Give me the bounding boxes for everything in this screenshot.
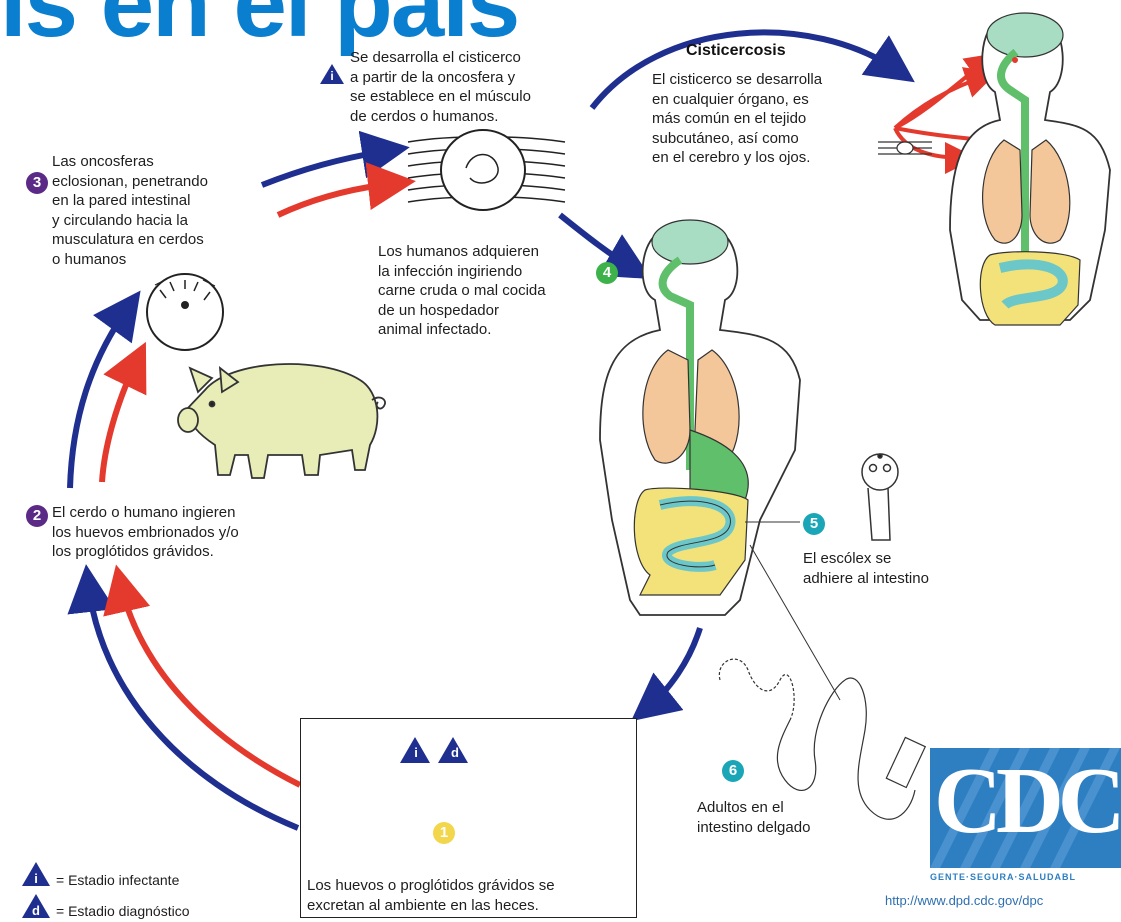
legend-diagnostic-label: = Estadio diagnóstico — [56, 902, 256, 922]
step-5-badge: 5 — [803, 513, 825, 535]
human-body-illustration — [600, 220, 800, 615]
adult-tapeworm-illustration — [719, 659, 925, 819]
step-6-text: Adultos en el intestino delgado — [697, 798, 897, 837]
pig-illustration — [178, 364, 385, 478]
cisticercosis-title: Cisticercosis — [686, 42, 786, 60]
cysticercus-infective-symbol: i — [327, 69, 337, 83]
arrow-oncosphere-to-muscle-red — [278, 183, 398, 215]
step-2-badge: 2 — [26, 505, 48, 527]
arrow-box-to-pig-blue — [88, 582, 298, 828]
step-5-text: El escólex se adhiere al intestino — [803, 549, 1003, 588]
step-3-text: Las oncosferas eclosionan, penetrando en… — [52, 152, 282, 269]
oncosphere-illustration — [147, 274, 223, 350]
human-figure-cysticercosis — [950, 13, 1110, 325]
step-6-badge: 6 — [722, 760, 744, 782]
legend-infective-symbol: i — [30, 871, 42, 886]
legend-infective-label: = Estadio infectante — [56, 871, 256, 891]
cdc-tagline: GENTE·SEGURA·SALUDABL — [930, 872, 1121, 882]
step-1-text: Los huevos o proglótidos grávidos se exc… — [307, 876, 637, 915]
cisticercosis-text: El cisticerco se desarrolla en cualquier… — [652, 70, 882, 168]
cdc-logo: CDC — [930, 748, 1121, 868]
step-2-text: El cerdo o humano ingieren los huevos em… — [52, 503, 322, 562]
step-4-text: Los humanos adquieren la infección ingir… — [378, 242, 618, 340]
arrow-box-to-pig-red — [120, 582, 300, 785]
box-stage-icons — [398, 735, 476, 765]
muscle-cysticercus-illustration — [408, 130, 565, 210]
box-diagnostic-symbol: d — [449, 745, 461, 760]
source-url[interactable]: http://www.dpd.cdc.gov/dpc — [885, 893, 1043, 908]
step-3-badge: 3 — [26, 172, 48, 194]
cdc-logo-text: CDC — [934, 754, 1120, 848]
step-1-badge: 1 — [433, 822, 455, 844]
cysticercus-text: Se desarrolla el cisticerco a partir de … — [350, 48, 610, 126]
legend-diagnostic-symbol: d — [30, 903, 42, 918]
arrow-pig-to-oncosphere-red — [102, 358, 138, 482]
box-infective-symbol: i — [411, 745, 421, 760]
arrow-human-to-box — [645, 628, 700, 710]
scolex-illustration — [862, 454, 898, 540]
